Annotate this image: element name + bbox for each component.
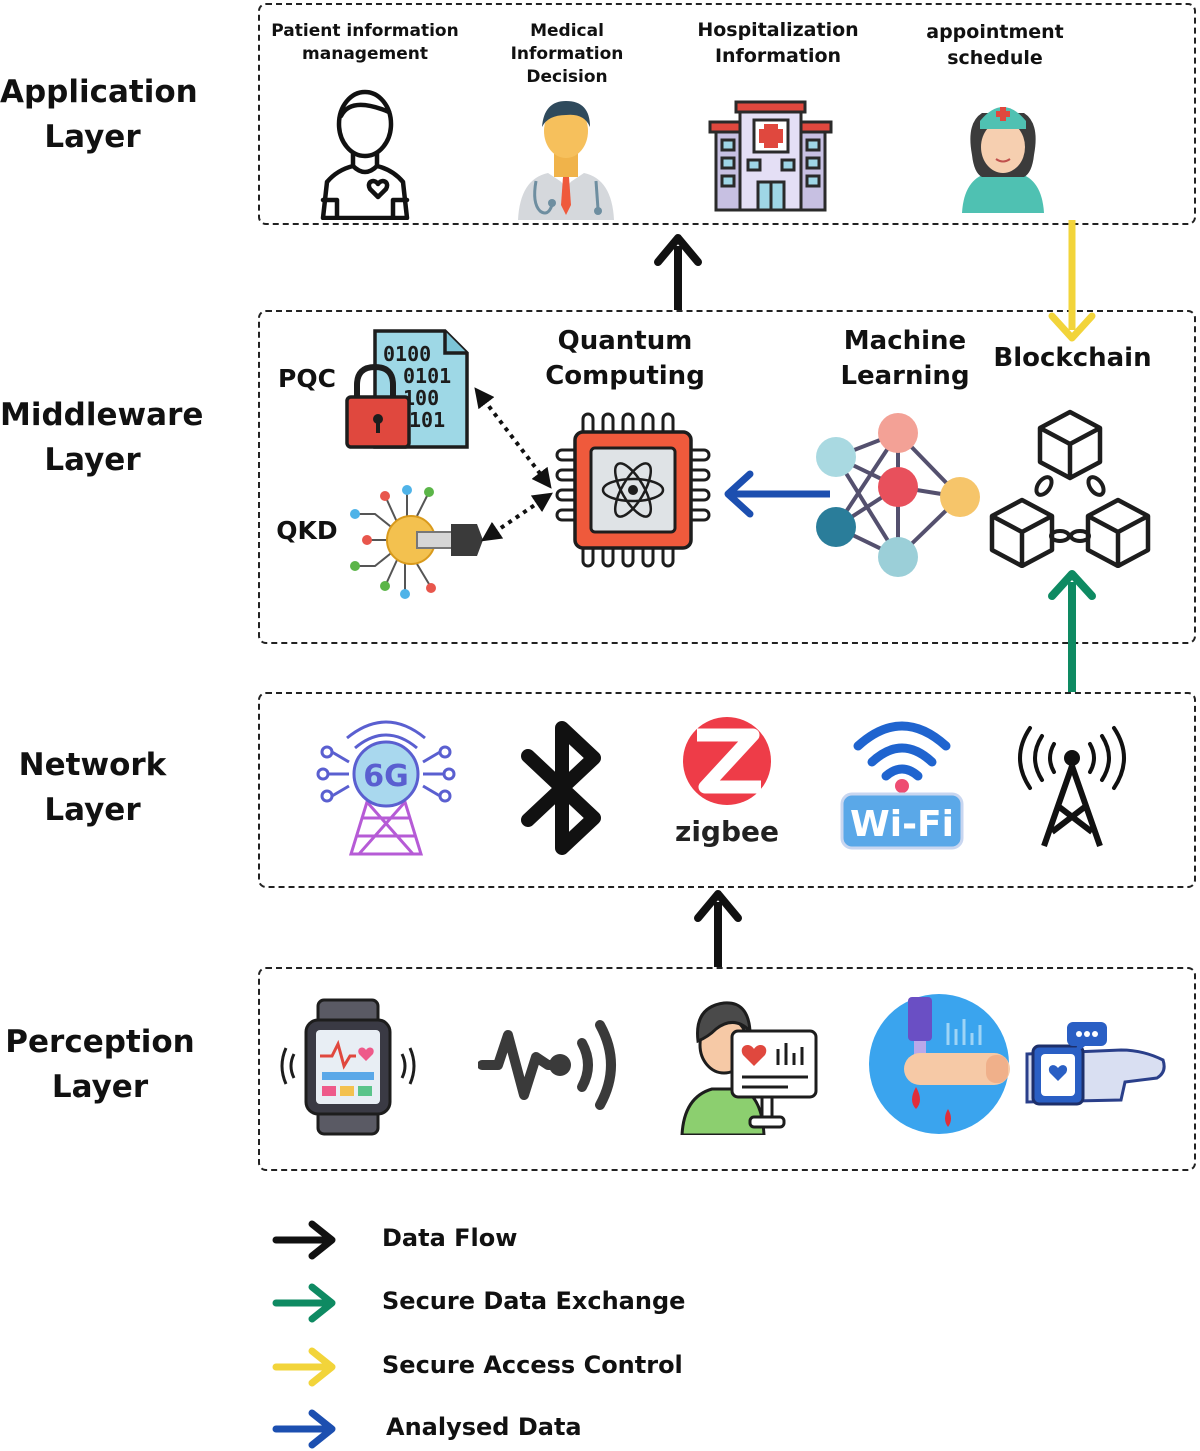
perception-layer-box xyxy=(258,967,1196,1171)
qkd-label: QKD xyxy=(276,516,338,545)
legend-secure-access-control: Secure Access Control xyxy=(270,1345,750,1389)
svg-text:101: 101 xyxy=(409,408,445,432)
legend-label: Analysed Data xyxy=(386,1413,582,1441)
black-arrow-icon xyxy=(272,1220,336,1260)
neural-network-icon xyxy=(810,405,985,585)
data-flow-arrow-perception-to-network xyxy=(694,890,742,967)
middleware-layer-box xyxy=(258,310,1196,644)
legend-analysed-data: Analysed Data xyxy=(270,1407,750,1451)
blockchain-label: Blockchain xyxy=(993,343,1152,373)
patient-icon xyxy=(315,82,415,220)
wifi-icon: Wi-Fi xyxy=(838,712,966,852)
svg-text:0101: 0101 xyxy=(403,364,451,388)
green-arrow-icon xyxy=(272,1283,336,1323)
hospital-icon xyxy=(708,100,833,212)
legend-label: Data Flow xyxy=(382,1224,518,1252)
encrypted-file-lock-icon: 0100 0101 100 101 xyxy=(345,325,470,453)
wrist-monitor-icon xyxy=(1025,1020,1167,1108)
smartwatch-icon xyxy=(280,998,416,1136)
blue-arrow-icon xyxy=(272,1409,336,1449)
zigbee-wordmark: zigbee xyxy=(675,815,779,848)
legend-label: Secure Access Control xyxy=(382,1351,683,1379)
6g-tower-icon: 6G xyxy=(315,712,457,858)
quantum-key-icon xyxy=(347,474,484,608)
patient-monitor-icon xyxy=(678,993,820,1135)
cell-tower-icon xyxy=(1012,722,1132,850)
svg-text:6G: 6G xyxy=(363,759,409,794)
wifi-wordmark: Wi-Fi xyxy=(850,804,954,845)
yellow-arrow-icon xyxy=(272,1347,336,1387)
application-layer-box xyxy=(258,3,1196,225)
legend-secure-data-exchange: Secure Data Exchange xyxy=(270,1281,750,1325)
svg-text:0100: 0100 xyxy=(383,342,431,366)
heartbeat-sensor-icon xyxy=(478,1013,623,1113)
nurse-icon xyxy=(958,93,1048,213)
network-layer-box xyxy=(258,692,1196,888)
pqc-label: PQC xyxy=(278,364,336,393)
legend-data-flow: Data Flow xyxy=(270,1218,750,1262)
data-flow-arrow-middleware-to-application xyxy=(654,234,702,310)
blockchain-icon xyxy=(988,408,1153,568)
quantum-chip-icon xyxy=(553,410,713,570)
zigbee-icon: zigbee xyxy=(675,713,780,853)
doctor-icon xyxy=(512,93,620,220)
legend-label: Secure Data Exchange xyxy=(382,1287,686,1315)
bluetooth-icon xyxy=(518,718,608,858)
glucose-test-icon xyxy=(868,993,1010,1135)
